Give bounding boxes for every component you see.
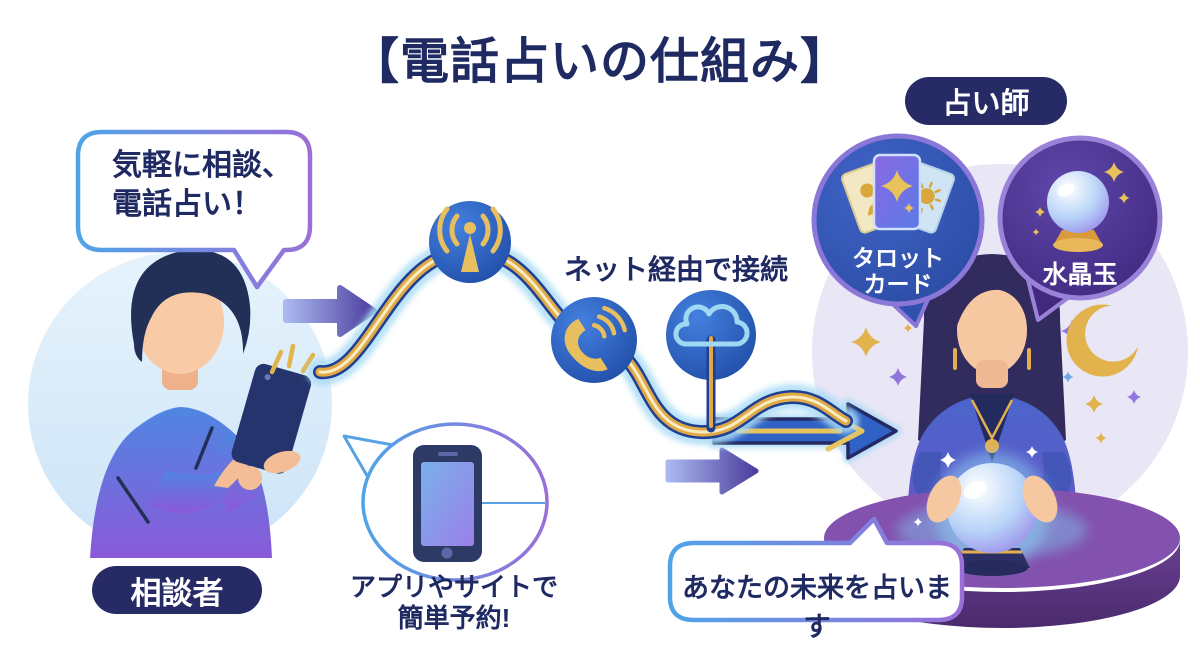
teller-hand-right bbox=[1022, 475, 1058, 523]
casual-consult-bubble bbox=[75, 129, 313, 290]
crystal-ball-main-icon bbox=[934, 452, 1050, 576]
tarot-card-bubble-label: タロット カード bbox=[838, 245, 958, 297]
crescent-moon-icon bbox=[1066, 304, 1139, 377]
casual-consult-bubble-text: 気軽に相談、 電話占い！ bbox=[112, 146, 292, 224]
cloud-icon bbox=[666, 290, 756, 433]
booking-note: アプリやサイトで 簡単予約! bbox=[348, 572, 560, 634]
teller-hand-left bbox=[926, 475, 962, 523]
consulter-badge: 相談者 bbox=[92, 566, 262, 614]
page-title: 【電話占いの仕組み】 bbox=[349, 35, 850, 89]
attention-sparks-icon bbox=[269, 343, 316, 375]
necklace bbox=[970, 399, 1014, 441]
connection-label: ネット経由で接続 bbox=[563, 254, 788, 285]
smartphone-icon bbox=[413, 445, 482, 562]
casual-line2: 電話占い！ bbox=[112, 188, 262, 221]
tarot-label-line1: タロット bbox=[852, 245, 944, 271]
booking-bubble bbox=[342, 422, 549, 582]
crystal-ball-bubble-label: 水晶玉 bbox=[1042, 261, 1118, 289]
tarot-card-bubble bbox=[811, 133, 985, 328]
crystal-ball-bubble bbox=[997, 135, 1163, 322]
arrow-right-small-icon bbox=[665, 447, 759, 495]
future-bubble-text: あなたの未来を占います bbox=[682, 573, 952, 642]
booking-line1: アプリやサイトで bbox=[349, 572, 558, 602]
consulter-hair bbox=[131, 249, 251, 362]
handheld-phone-icon bbox=[231, 363, 312, 474]
consulter-illustration bbox=[28, 249, 332, 558]
future-bubble bbox=[667, 516, 965, 623]
phone-call-icon bbox=[551, 297, 637, 383]
tarot-cards-icon bbox=[841, 153, 955, 234]
casual-line1: 気軽に相談、 bbox=[112, 149, 292, 182]
crystal-ball-icon bbox=[1032, 162, 1130, 252]
booking-line2: 簡単予約! bbox=[397, 603, 511, 633]
fortune-teller-badge: 占い師 bbox=[905, 77, 1067, 125]
tarot-label-line2: カード bbox=[863, 271, 933, 297]
arrow-right-icon bbox=[283, 285, 377, 337]
antenna-icon bbox=[429, 201, 511, 283]
earrings bbox=[953, 348, 1031, 370]
